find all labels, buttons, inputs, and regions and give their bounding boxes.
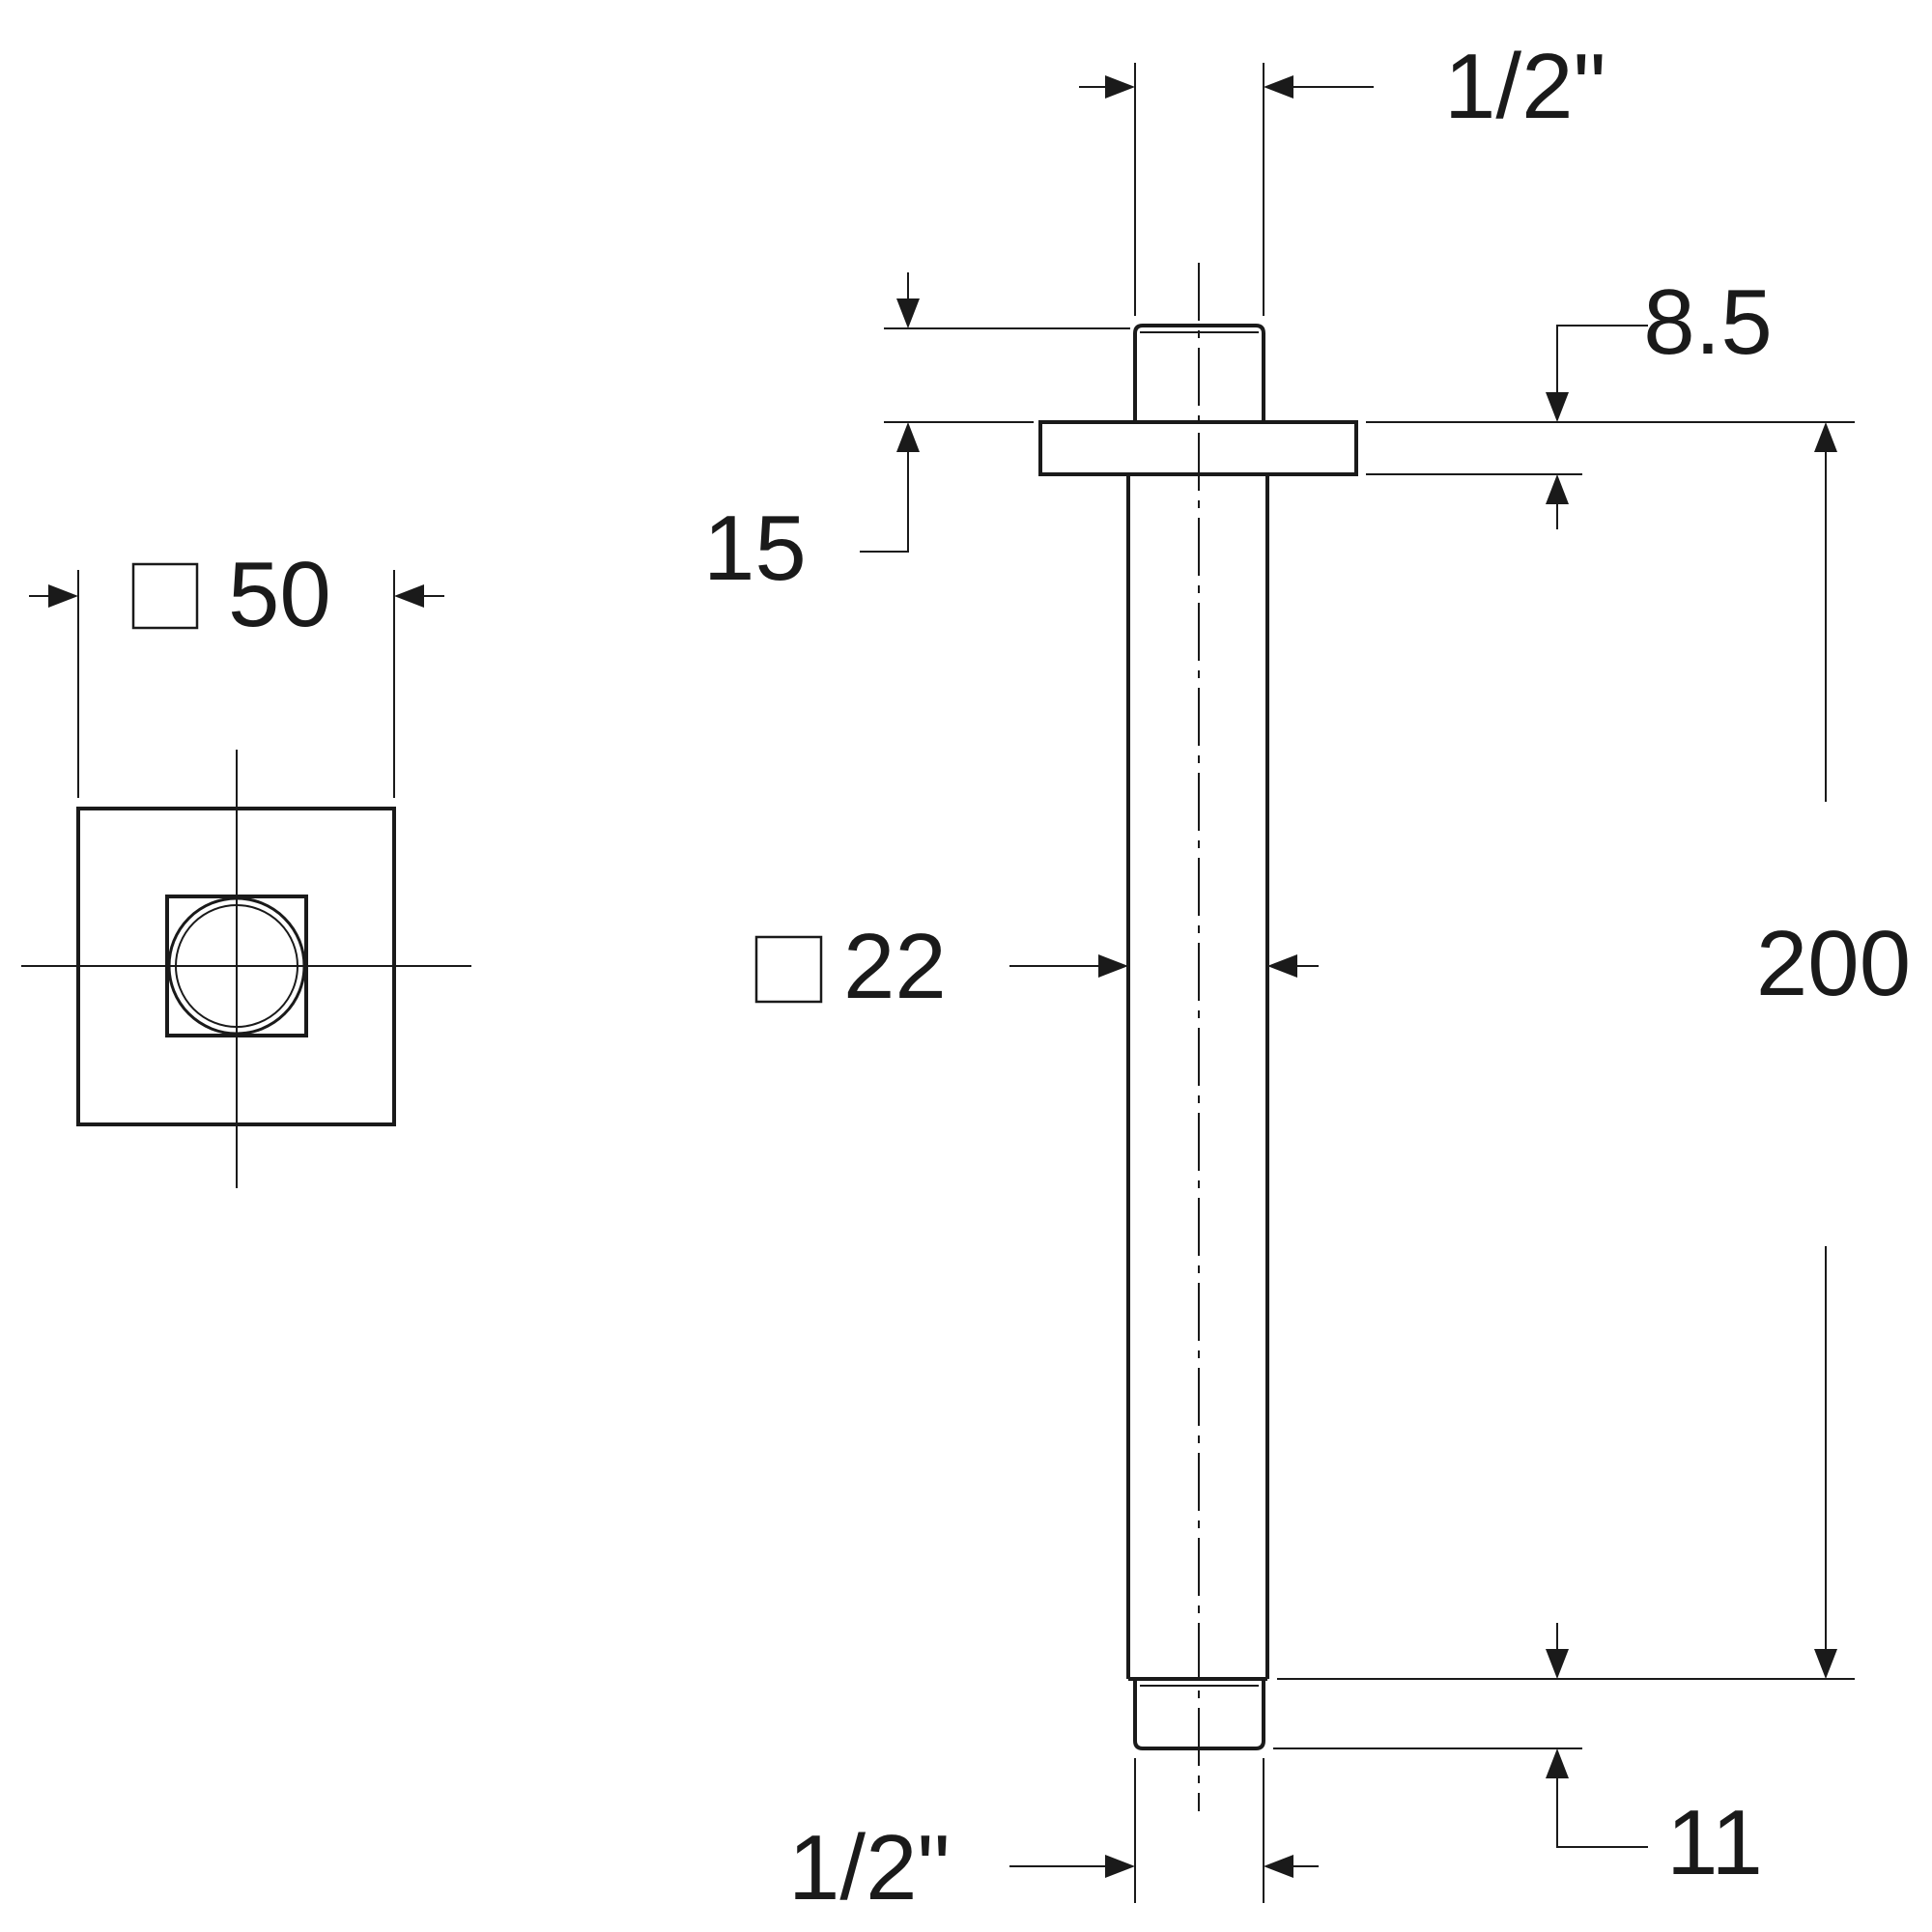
dim11-arrow-up (1546, 1748, 1569, 1778)
dim22-arrow-left (1098, 954, 1128, 978)
dim-nut-height-label: 8.5 (1643, 270, 1772, 374)
dim-tube-square-label: 22 (843, 915, 947, 1018)
dim-flange-square-label: 50 (228, 543, 331, 646)
top-view: 50 (21, 543, 471, 1188)
dim-top-thread-arrow-left (1105, 75, 1135, 99)
dim-length-label: 200 (1756, 912, 1911, 1015)
dim-bottom-thread-label: 1/2" (788, 1816, 951, 1919)
dim15-arrow-up (896, 422, 920, 452)
dim50-arrow-right (394, 584, 424, 608)
dim-top-thread-label: 1/2" (1444, 35, 1606, 138)
dim-flange-height-label: 15 (703, 497, 807, 600)
dim-top-thread-arrow-right (1264, 75, 1293, 99)
dim15-arrow-down (896, 298, 920, 328)
square-symbol-50 (131, 562, 199, 630)
dim200-arrow-down (1814, 1649, 1837, 1679)
dim22-arrow-right (1267, 954, 1297, 978)
dim11-arrow-down (1546, 1649, 1569, 1679)
top-thread-nipple (1133, 324, 1265, 422)
dim-bottom-thread-arrow-left (1105, 1855, 1135, 1878)
dim200-arrow-up (1814, 422, 1837, 452)
dim-bottom-thread-length-label: 11 (1666, 1791, 1763, 1894)
dim8p5-arrow-up (1546, 474, 1569, 504)
dim-bottom-thread-arrow-right (1264, 1855, 1293, 1878)
dim8p5-arrow-down (1546, 392, 1569, 422)
square-symbol-22 (754, 935, 823, 1004)
dim50-arrow-left (48, 584, 78, 608)
side-view: 1/2" 15 8.5 22 200 (703, 35, 1911, 1919)
